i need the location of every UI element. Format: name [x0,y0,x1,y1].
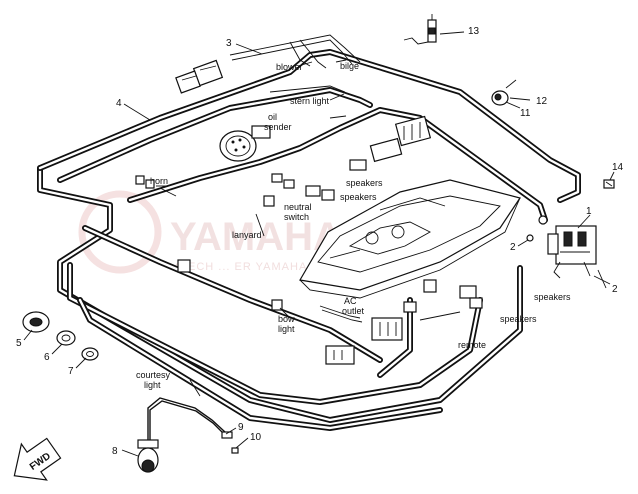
label-stern-light: stern light [290,96,330,106]
label-speakers-top: speakers [346,178,383,188]
label-outlet: outlet [342,306,365,316]
callout-4: 4 [116,98,122,109]
label-oil: oil [268,112,277,122]
part-14 [603,179,615,189]
callout-9: 9 [238,422,244,433]
callout-2-right: 2 [612,284,618,295]
battery-switch-part-1 [526,215,597,279]
callout-10: 10 [250,432,262,443]
label-bow: bow [278,314,295,324]
label-ac: AC [344,296,357,306]
callout-7: 7 [68,366,74,377]
label-light: light [278,324,295,334]
label-neutral: neutral [284,202,312,212]
label-sender: sender [264,122,292,132]
fwd-arrow: FWD [13,437,62,481]
part-11-12 [491,79,517,106]
watermark: YAMAHA CIECH ... ER YAMAHA [78,190,342,274]
callout-8: 8 [112,446,118,457]
lower-connectors [177,259,483,365]
boat-illustration [299,179,521,299]
callout-1: 1 [586,206,592,217]
watermark-subtext: CIECH ... ER YAMAHA [175,261,307,273]
leader-lines [23,31,615,457]
callout-5: 5 [16,338,22,349]
text-labels: blower bilge stern light oil sender horn… [136,61,571,390]
label-blower: blower [276,62,303,72]
watermark-text: YAMAHA [170,215,342,259]
label-speakers-right2: speakers [500,314,537,324]
part-13-sensor [403,14,437,45]
connector-3 [175,59,224,94]
label-horn: horn [150,176,168,186]
top-wire-bundle [229,34,361,93]
main-harness [37,49,581,431]
label-courtesy: courtesy [136,370,171,380]
oil-sender-connector [219,125,271,162]
label-speakers-mid: speakers [340,192,377,202]
callout-2-left: 2 [510,242,516,253]
label-lanyard: lanyard [232,230,262,240]
label-courtesy-light: light [144,380,161,390]
label-switch: switch [284,212,309,222]
grommets [22,311,99,361]
wire-leads [159,115,461,323]
callout-numbers: 3 4 13 12 11 14 1 2 2 5 6 7 8 9 10 [16,26,624,457]
label-speakers-right1: speakers [534,292,571,302]
callout-11: 11 [520,108,531,119]
callout-3: 3 [226,38,232,49]
callout-13: 13 [468,26,480,37]
callout-14: 14 [612,162,624,173]
upper-connectors [135,115,432,207]
label-bilge: bilge [340,61,359,71]
callout-6: 6 [44,352,50,363]
courtesy-light-assembly [137,397,239,473]
callout-12: 12 [536,96,548,107]
label-remote: remote [458,340,486,350]
